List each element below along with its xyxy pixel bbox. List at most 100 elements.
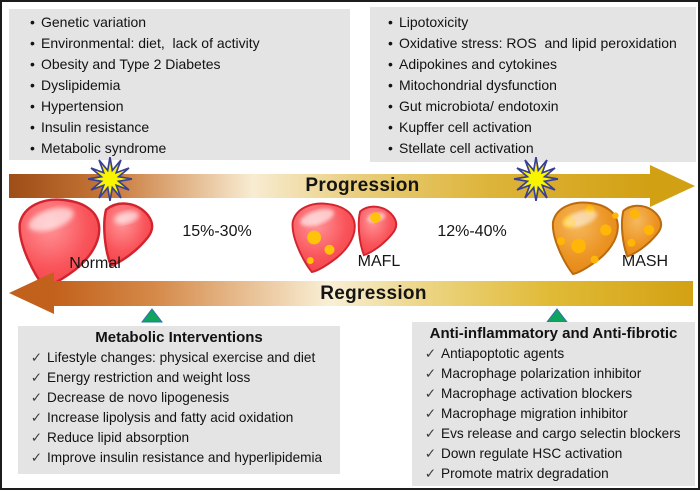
list-item: •Lipotoxicity xyxy=(370,12,696,33)
risk-factor-text: Insulin resistance xyxy=(41,119,150,135)
bullet-icon: • xyxy=(30,35,35,51)
progression-label: Progression xyxy=(305,175,420,196)
transition-percentage-mafl-mash: 12%-40% xyxy=(437,223,507,240)
check-icon: ✓ xyxy=(30,370,43,385)
progression-arrowhead-icon xyxy=(650,165,695,207)
progression-factor-text: Kupffer cell activation xyxy=(399,119,532,135)
check-icon: ✓ xyxy=(30,450,43,465)
therapy-text: Evs release and cargo selectin blockers xyxy=(441,426,681,441)
intervention-text: Improve insulin resistance and hyperlipi… xyxy=(47,450,323,465)
therapy-text: Macrophage polarization inhibitor xyxy=(441,366,642,381)
check-icon: ✓ xyxy=(424,406,437,421)
list-item: • Oxidative stress: ROS and lipid peroxid… xyxy=(370,33,696,54)
list-item: • Kupffer cell activation xyxy=(370,117,696,138)
progression-factor-text: Mitochondrial dysfunction xyxy=(399,77,557,93)
stage-label-normal: Normal xyxy=(69,255,121,272)
check-icon: ✓ xyxy=(424,466,437,481)
progression-factor-text: Stellate cell activation xyxy=(399,140,534,156)
list-item: • Insulin resistance xyxy=(9,117,350,138)
list-item: •Adipokines and cytokines xyxy=(370,54,696,75)
bullet-icon: • xyxy=(388,140,393,156)
risk-factor-text: Hypertension xyxy=(41,98,124,114)
intervention-text: Increase lipolysis and fatty acid oxidat… xyxy=(47,410,294,425)
list-item: ✓ Improve insulin resistance and hyperlip… xyxy=(18,448,340,468)
box-title: Metabolic Interventions xyxy=(95,329,263,346)
starburst-icon xyxy=(86,154,134,204)
bullet-icon: • xyxy=(30,119,35,135)
check-icon: ✓ xyxy=(424,346,437,361)
check-icon: ✓ xyxy=(30,410,43,425)
risk-factor-text: Metabolic syndrome xyxy=(41,140,167,156)
list-item: ✓Decrease de novo lipogenesis xyxy=(18,388,340,408)
list-item: • Genetic variation xyxy=(9,12,350,33)
list-item: ✓ Lifestyle changes: physical exercise an… xyxy=(18,348,340,368)
risk-factor-text: Dyslipidemia xyxy=(41,77,121,93)
progression-factor-text: Adipokines and cytokines xyxy=(399,56,557,72)
bullet-icon: • xyxy=(388,98,393,114)
therapy-text: Promote matrix degradation xyxy=(441,466,609,481)
intervention-text: Energy restriction and weight loss xyxy=(47,370,251,385)
check-icon: ✓ xyxy=(424,366,437,381)
therapy-text: Down regulate HSC activation xyxy=(441,446,623,461)
list-item: • Gut microbiota/ endotoxin xyxy=(370,96,696,117)
risk-factor-text: Environmental: diet, lack of activity xyxy=(41,35,260,51)
check-icon: ✓ xyxy=(30,350,43,365)
transition-percentage-normal-mafl: 15%-30% xyxy=(182,223,252,240)
regression-label: Regression xyxy=(320,282,427,304)
check-icon: ✓ xyxy=(30,390,43,405)
antiinflammatory-box: Anti-inflammatory and Anti-fibrotic ✓ Ant… xyxy=(412,322,695,486)
list-item: ✓ Antiapoptotic agents xyxy=(412,344,695,364)
box-title: Anti-inflammatory and Anti-fibrotic xyxy=(429,325,678,342)
risk-factor-text: Obesity and Type 2 Diabetes xyxy=(41,56,221,72)
risk-factors-box: • Genetic variation • Environmental: diet,… xyxy=(9,9,350,160)
bullet-icon: • xyxy=(30,14,35,30)
therapy-text: Macrophage migration inhibitor xyxy=(441,406,628,421)
bullet-icon: • xyxy=(388,35,393,51)
intervention-text: Lifestyle changes: physical exercise and… xyxy=(47,350,316,365)
bullet-icon: • xyxy=(388,119,393,135)
intervention-text: Reduce lipid absorption xyxy=(47,430,190,445)
list-item: ✓ Promote matrix degradation xyxy=(412,464,695,484)
check-icon: ✓ xyxy=(424,446,437,461)
list-item: ✓ Reduce lipid absorption xyxy=(18,428,340,448)
stage-label-mash: MASH xyxy=(621,253,669,270)
progression-factor-text: Gut microbiota/ endotoxin xyxy=(399,98,559,114)
check-icon: ✓ xyxy=(424,426,437,441)
list-item: • Obesity and Type 2 Diabetes xyxy=(9,54,350,75)
bullet-icon: • xyxy=(30,77,35,93)
list-item: ✓ Energy restriction and weight loss xyxy=(18,368,340,388)
therapy-text: Macrophage activation blockers xyxy=(441,386,633,401)
starburst-icon xyxy=(512,154,560,204)
check-icon: ✓ xyxy=(30,430,43,445)
list-item: ✓ Increase lipolysis and fatty acid oxida… xyxy=(18,408,340,428)
list-item: •Hypertension xyxy=(9,96,350,117)
list-item: ✓ Down regulate HSC activation xyxy=(412,444,695,464)
progression-factor-text: Oxidative stress: ROS and lipid peroxida… xyxy=(399,35,677,51)
list-item: ✓ Macrophage polarization inhibitor xyxy=(412,364,695,384)
list-item: • Metabolic syndrome xyxy=(9,138,350,159)
check-icon: ✓ xyxy=(424,386,437,401)
metabolic-interventions-box: Metabolic Interventions ✓ Lifestyle chang… xyxy=(18,326,340,474)
liver-mafl-illustration xyxy=(285,199,400,276)
liver-normal-illustration xyxy=(10,194,157,292)
list-item: • Stellate cell activation xyxy=(370,138,696,159)
bullet-icon: • xyxy=(30,56,35,72)
liver-mash-illustration xyxy=(545,198,665,278)
risk-factor-text: Genetic variation xyxy=(41,14,147,30)
list-item: ✓ Macrophage migration inhibitor xyxy=(412,404,695,424)
regression-arrowhead-icon xyxy=(9,272,54,314)
bullet-icon: • xyxy=(388,14,393,30)
progression-factors-box: •Lipotoxicity • Oxidative stress: ROS and… xyxy=(370,7,696,162)
bullet-icon: • xyxy=(388,77,393,93)
therapy-text: Antiapoptotic agents xyxy=(441,346,565,361)
regression-arrow: Regression xyxy=(54,281,693,306)
list-item: • Dyslipidemia xyxy=(9,75,350,96)
stage-label-mafl: MAFL xyxy=(357,253,401,270)
bullet-icon: • xyxy=(30,140,35,156)
pointer-triangle-icon xyxy=(141,308,163,323)
list-item: ✓ Macrophage activation blockers xyxy=(412,384,695,404)
list-item: ✓ Evs release and cargo selectin blockers xyxy=(412,424,695,444)
pointer-triangle-icon xyxy=(546,308,568,323)
list-item: • Environmental: diet, lack of activity xyxy=(9,33,350,54)
